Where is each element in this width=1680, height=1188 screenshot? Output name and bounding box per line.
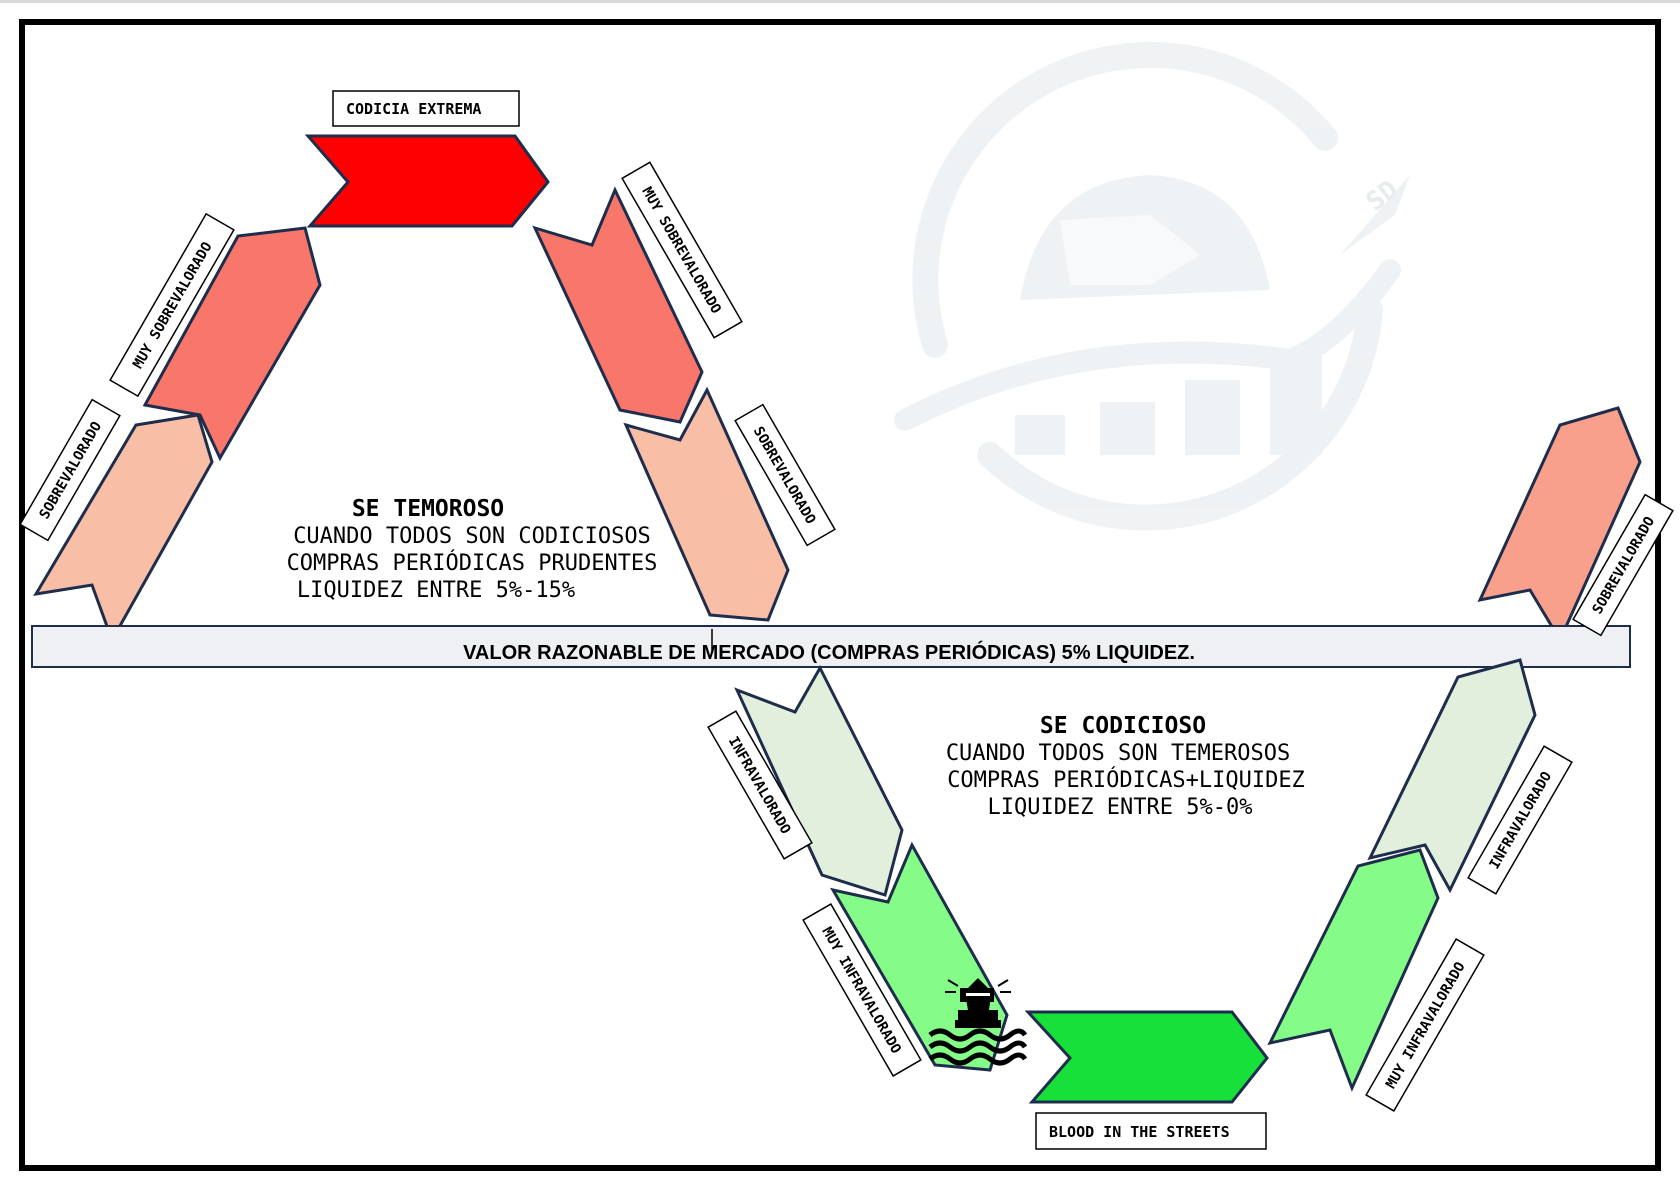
turtle-growth-logo-icon: SD — [894, 41, 1410, 531]
codicia-extrema-label: CODICIA EXTREMA — [332, 90, 520, 127]
fearful-text-block: SE TEMOROSO CUANDO TODOS SON CODICIOSOS … — [287, 496, 658, 603]
outer-frame — [19, 19, 1661, 1171]
greedy-title: SE CODICIOSO — [1040, 713, 1206, 739]
greedy-line-3: LIQUIDEZ ENTRE 5%-0% — [988, 795, 1253, 820]
extreme-greed-chevron — [304, 134, 550, 228]
undervalued-arrow-left — [734, 664, 904, 897]
fair-value-text: VALOR RAZONABLE DE MERCADO (COMPRAS PERI… — [463, 640, 1195, 664]
undervalued-arrow-right — [1367, 658, 1537, 894]
overvalued-arrow-far-right — [1477, 406, 1642, 644]
very-overvalued-arrow-right — [532, 186, 704, 424]
very-undervalued-arrow-right — [1267, 848, 1440, 1092]
fearful-line-1: CUANDO TODOS SON CODICIOSOS — [293, 524, 651, 549]
greedy-text-block: SE CODICIOSO CUANDO TODOS SON TEMEROSOS … — [946, 713, 1305, 820]
fearful-title: SE TEMOROSO — [352, 496, 504, 522]
fearful-line-3: LIQUIDEZ ENTRE 5%-15% — [297, 578, 575, 603]
greedy-line-2: COMPRAS PERIÓDICAS+LIQUIDEZ — [947, 767, 1305, 793]
top-rule — [0, 0, 1680, 3]
lighthouse-icon — [928, 978, 1028, 1066]
blood-in-streets-chevron — [1024, 1010, 1269, 1104]
fair-value-bar — [31, 625, 1631, 668]
overvalued-arrow-right — [623, 386, 790, 622]
overvalued-arrow-left — [33, 413, 214, 644]
blood-in-streets-label: BLOOD IN THE STREETS — [1035, 1112, 1267, 1150]
fearful-line-2: COMPRAS PERIÓDICAS PRUDENTES — [287, 550, 658, 576]
very-overvalued-arrow-left — [142, 226, 322, 462]
svg-text:BLOOD IN THE STREETS: BLOOD IN THE STREETS — [1049, 1123, 1230, 1141]
greedy-line-1: CUANDO TODOS SON TEMEROSOS — [946, 741, 1290, 766]
svg-text:CODICIA EXTREMA: CODICIA EXTREMA — [346, 100, 481, 118]
